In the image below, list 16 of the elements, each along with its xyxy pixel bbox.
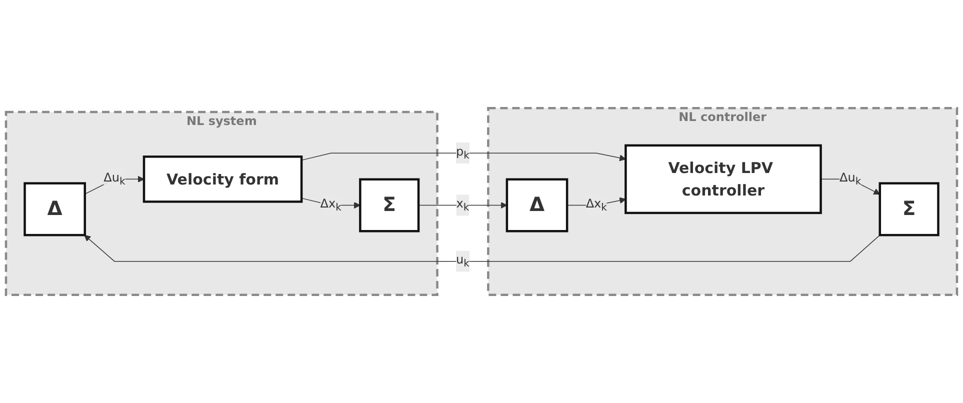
node-box: Velocity LPV controller	[624, 144, 822, 214]
node-box: Σ	[359, 178, 420, 232]
arrow	[301, 152, 626, 162]
edge-label: Δx$_{k}$	[320, 196, 342, 214]
node-box: Δ	[24, 182, 86, 236]
edge-label: x$_{k}$	[456, 196, 470, 214]
edge-label: Δu$_{k}$	[840, 170, 862, 188]
edge-label: Δx$_{k}$	[586, 196, 607, 214]
node-box: Velocity form	[142, 156, 303, 203]
node-box: Σ	[878, 182, 940, 236]
arrow	[418, 202, 508, 209]
edge-label: p$_{k}$	[456, 144, 470, 162]
node-box: Δ	[506, 178, 568, 232]
edge-label: u$_{k}$	[456, 252, 470, 270]
edge-label: Δu$_{k}$	[104, 170, 126, 188]
arrow	[84, 234, 880, 262]
